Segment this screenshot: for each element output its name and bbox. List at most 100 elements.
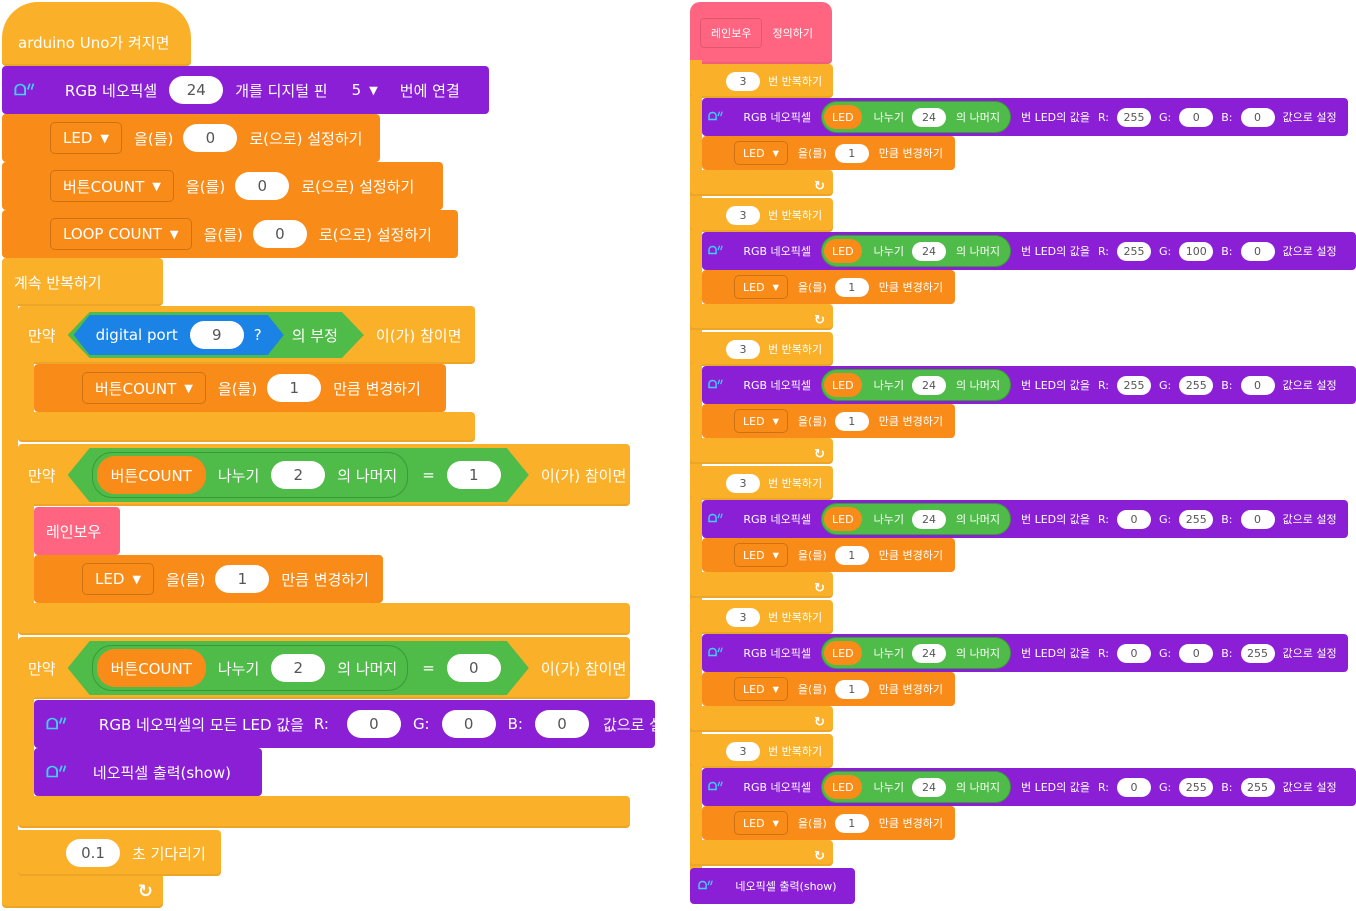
change-led-block[interactable]: LED▼ 을(를) 1 만큼 변경하기: [702, 136, 955, 170]
wait-block[interactable]: 0.1 초 기다리기: [18, 830, 221, 876]
divisor-input[interactable]: 24: [911, 241, 946, 261]
g-input[interactable]: 0: [1179, 643, 1214, 663]
change-led-block[interactable]: LED▼ 을(를) 1 만큼 변경하기: [702, 270, 955, 304]
g-input[interactable]: 100: [1179, 241, 1214, 261]
if-block-2[interactable]: 만약 버튼COUNT 나누기 2 의 나머지 = 1 이(가) 참이면: [18, 444, 630, 506]
b-input[interactable]: 0: [1240, 241, 1275, 261]
change-value-input[interactable]: 1: [267, 374, 322, 402]
set-loop-count-block[interactable]: LOOP COUNT▼ 을(를) 0 로(으로) 설정하기: [2, 210, 458, 258]
if-block-3[interactable]: 만약 버튼COUNT 나누기 2 의 나머지 = 0 이(가) 참이면: [18, 637, 630, 699]
divisor-input[interactable]: 2: [271, 461, 325, 489]
set-led-block[interactable]: LED▼ 을(를) 0 로(으로) 설정하기: [2, 114, 380, 162]
repeat-block[interactable]: 3 번 반복하기: [690, 64, 833, 98]
variable-reporter-button-count[interactable]: 버튼COUNT: [97, 649, 206, 687]
repeat-footer[interactable]: ↻: [690, 706, 833, 732]
change-value-input[interactable]: 1: [834, 813, 869, 833]
repeat-times-input[interactable]: 3: [726, 741, 760, 761]
equals-operator[interactable]: 버튼COUNT 나누기 2 의 나머지 = 1: [68, 448, 529, 502]
change-led-block[interactable]: LED▼ 을(를) 1 만큼 변경하기: [702, 672, 955, 706]
port-number-input[interactable]: 9: [190, 321, 244, 349]
b-input[interactable]: 255: [1240, 777, 1275, 797]
modulo-operator[interactable]: 버튼COUNT 나누기 2 의 나머지: [92, 645, 409, 691]
variable-dropdown-loop-count[interactable]: LOOP COUNT▼: [50, 218, 192, 250]
not-operator[interactable]: digital port 9 ? 의 부정: [68, 312, 364, 358]
neopixel-set-all-block[interactable]: ᗝᐥ RGB 네오픽셀의 모든 LED 값을 R: 0 G: 0 B: 0 값으…: [34, 700, 677, 748]
b-input[interactable]: 0: [1240, 509, 1275, 529]
divisor-input[interactable]: 24: [911, 375, 946, 395]
repeat-block[interactable]: 3 번 반복하기: [690, 466, 833, 500]
repeat-footer[interactable]: ↻: [690, 840, 833, 866]
change-led-block[interactable]: LED▼ 을(를) 1 만큼 변경하기: [702, 404, 955, 438]
change-led-block[interactable]: LED▼ 을(를) 1 만큼 변경하기: [702, 538, 955, 572]
equals-rhs-input[interactable]: 0: [447, 654, 501, 682]
neopixel-set-led-block[interactable]: ᗝᐥ RGB 네오픽셀 LED 나누기 24 의 나머지 번 LED의 값을 R…: [702, 500, 1348, 538]
if-block-1[interactable]: 만약 digital port 9 ? 의 부정 이(가) 참이면: [18, 306, 475, 364]
neopixel-set-led-block[interactable]: ᗝᐥ RGB 네오픽셀 LED 나누기 24 의 나머지 번 LED의 값을 R…: [702, 768, 1356, 806]
r-input[interactable]: 0: [1117, 777, 1152, 797]
neopixel-set-led-block[interactable]: ᗝᐥ RGB 네오픽셀 LED 나누기 24 의 나머지 번 LED의 값을 R…: [702, 634, 1348, 672]
divisor-input[interactable]: 24: [911, 107, 946, 127]
variable-reporter-led[interactable]: LED: [824, 507, 862, 531]
variable-dropdown-led[interactable]: LED▼: [734, 275, 788, 299]
modulo-operator[interactable]: LED 나누기 24 의 나머지: [821, 235, 1011, 267]
set-button-count-block[interactable]: 버튼COUNT▼ 을(를) 0 로(으로) 설정하기: [2, 162, 443, 210]
set-value-input[interactable]: 0: [252, 220, 307, 248]
modulo-operator[interactable]: LED 나누기 24 의 나머지: [821, 369, 1011, 401]
b-input[interactable]: 255: [1240, 643, 1275, 663]
change-value-input[interactable]: 1: [834, 545, 869, 565]
repeat-times-input[interactable]: 3: [726, 339, 760, 359]
divisor-input[interactable]: 24: [911, 509, 946, 529]
repeat-footer[interactable]: ↻: [690, 304, 833, 330]
equals-operator[interactable]: 버튼COUNT 나누기 2 의 나머지 = 0: [68, 641, 529, 695]
modulo-operator[interactable]: LED 나누기 24 의 나머지: [821, 503, 1011, 535]
variable-dropdown-led[interactable]: LED▼: [734, 141, 788, 165]
variable-dropdown-button-count[interactable]: 버튼COUNT▼: [82, 372, 206, 404]
repeat-times-input[interactable]: 3: [726, 607, 760, 627]
neopixel-show-block[interactable]: ᗝᐥ 네오픽셀 출력(show): [690, 868, 855, 904]
hat-block-arduino-start[interactable]: arduino Uno가 켜지면: [2, 2, 191, 66]
g-input[interactable]: 255: [1179, 509, 1214, 529]
modulo-operator[interactable]: LED 나누기 24 의 나머지: [821, 771, 1011, 803]
forever-block[interactable]: 계속 반복하기: [2, 258, 163, 306]
modulo-operator[interactable]: LED 나누기 24 의 나머지: [821, 637, 1011, 669]
divisor-input[interactable]: 2: [271, 654, 325, 682]
change-value-input[interactable]: 1: [834, 679, 869, 699]
variable-dropdown-led[interactable]: LED▼: [82, 563, 155, 595]
b-input[interactable]: 0: [1240, 107, 1275, 127]
variable-dropdown-led[interactable]: LED▼: [734, 811, 788, 835]
change-value-input[interactable]: 1: [834, 411, 869, 431]
repeat-footer[interactable]: ↻: [690, 572, 833, 598]
variable-reporter-led[interactable]: LED: [824, 641, 862, 665]
g-input[interactable]: 255: [1179, 777, 1214, 797]
r-input[interactable]: 0: [1117, 509, 1152, 529]
neopixel-show-block[interactable]: ᗝᐥ 네오픽셀 출력(show): [34, 748, 262, 796]
r-input[interactable]: 255: [1117, 375, 1152, 395]
neopixel-set-led-block[interactable]: ᗝᐥ RGB 네오픽셀 LED 나누기 24 의 나머지 번 LED의 값을 R…: [702, 366, 1356, 404]
variable-dropdown-led[interactable]: LED▼: [50, 122, 123, 154]
g-input[interactable]: 255: [1179, 375, 1214, 395]
repeat-times-input[interactable]: 3: [726, 71, 760, 91]
repeat-footer[interactable]: ↻: [690, 170, 833, 196]
repeat-block[interactable]: 3 번 반복하기: [690, 734, 833, 768]
variable-reporter-led[interactable]: LED: [824, 239, 862, 263]
set-value-input[interactable]: 0: [183, 124, 238, 152]
repeat-block[interactable]: 3 번 반복하기: [690, 600, 833, 634]
repeat-footer[interactable]: ↻: [690, 438, 833, 464]
r-input[interactable]: 0: [346, 710, 401, 738]
change-led-block[interactable]: LED▼ 을(를) 1 만큼 변경하기: [34, 555, 383, 603]
variable-dropdown-led[interactable]: LED▼: [734, 677, 788, 701]
repeat-times-input[interactable]: 3: [726, 473, 760, 493]
g-input[interactable]: 0: [441, 710, 496, 738]
wait-seconds-input[interactable]: 0.1: [66, 839, 120, 867]
variable-dropdown-button-count[interactable]: 버튼COUNT▼: [50, 170, 174, 202]
repeat-block[interactable]: 3 번 반복하기: [690, 332, 833, 366]
r-input[interactable]: 0: [1117, 643, 1152, 663]
b-input[interactable]: 0: [1240, 375, 1275, 395]
neopixel-set-led-block[interactable]: ᗝᐥ RGB 네오픽셀 LED 나누기 24 의 나머지 번 LED의 값을 R…: [702, 232, 1356, 270]
modulo-operator[interactable]: 버튼COUNT 나누기 2 의 나머지: [92, 452, 409, 498]
r-input[interactable]: 255: [1117, 107, 1152, 127]
b-input[interactable]: 0: [534, 710, 589, 738]
rainbow-call-block[interactable]: 레인보우: [34, 507, 120, 555]
variable-dropdown-led[interactable]: LED▼: [734, 543, 788, 567]
neopixel-init-block[interactable]: ᗝᐥ RGB 네오픽셀 24 개를 디지털 핀 5▼ 번에 연결: [2, 66, 489, 114]
